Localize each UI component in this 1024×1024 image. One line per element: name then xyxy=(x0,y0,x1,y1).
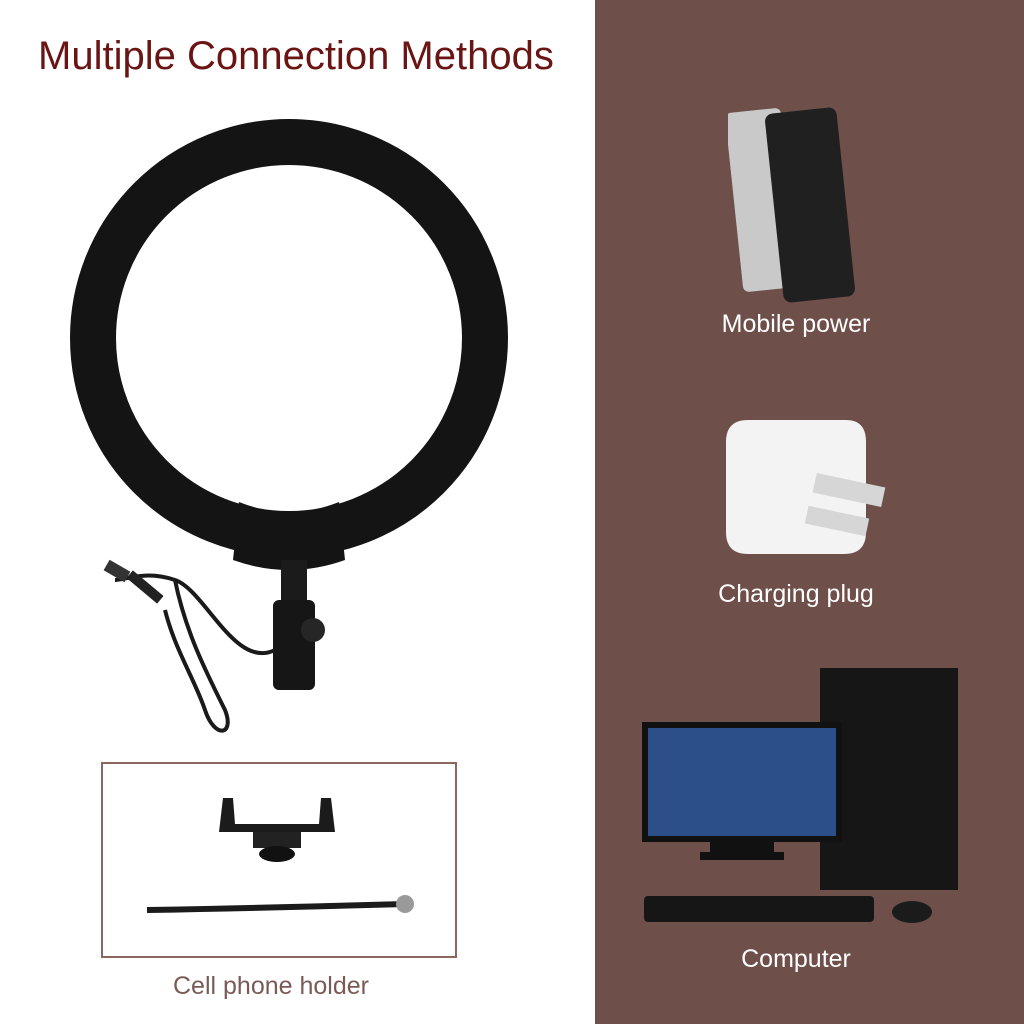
ring-light-icon xyxy=(70,119,508,733)
page-title: Multiple Connection Methods xyxy=(38,34,554,78)
mobile-power-label: Mobile power xyxy=(721,310,871,338)
power-bank-icon xyxy=(728,107,855,303)
computer-icon xyxy=(642,668,958,923)
holder-caption: Cell phone holder xyxy=(173,972,369,1000)
phone-holder-box xyxy=(101,762,457,958)
charging-plug-label: Charging plug xyxy=(718,580,874,608)
phone-holder-icon xyxy=(146,798,414,913)
computer-label: Computer xyxy=(741,945,851,973)
charging-plug-icon xyxy=(726,420,886,554)
